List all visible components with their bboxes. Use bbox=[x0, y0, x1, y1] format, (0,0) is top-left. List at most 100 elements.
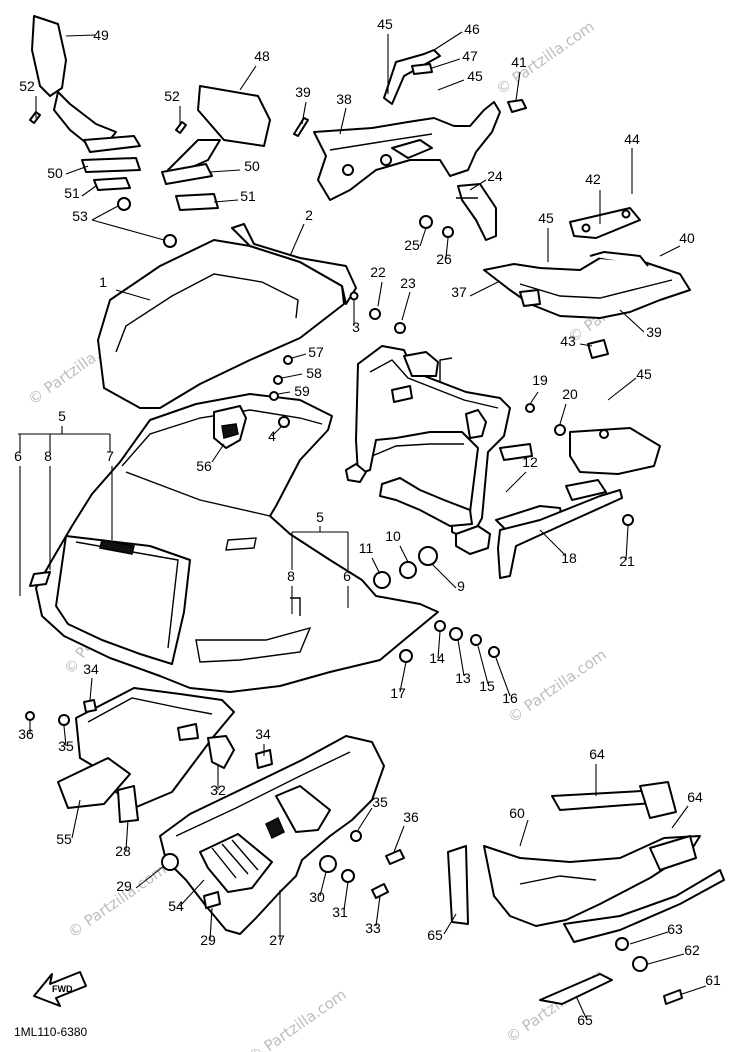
callout-label: 45 bbox=[538, 210, 554, 226]
stay-39-40 bbox=[483, 207, 691, 319]
callout-label: 64 bbox=[589, 746, 605, 762]
callout-label: 50 bbox=[47, 165, 63, 181]
callout-label: 48 bbox=[254, 48, 270, 64]
watermark-text: © Partzilla.com bbox=[505, 645, 610, 726]
leader-lines bbox=[18, 31, 707, 1019]
callout-label: 64 bbox=[687, 789, 703, 805]
callout-label: 29 bbox=[200, 932, 216, 948]
callout-label: 62 bbox=[684, 942, 700, 958]
side-cover-60 bbox=[447, 781, 725, 1005]
callout-label: 59 bbox=[294, 383, 310, 399]
callout-label: 42 bbox=[585, 171, 601, 187]
callout-label: 31 bbox=[332, 904, 348, 920]
callout-label: 21 bbox=[619, 553, 635, 569]
callout-label: 45 bbox=[636, 366, 652, 382]
callout-label: 7 bbox=[106, 448, 114, 464]
callout-label: 60 bbox=[509, 805, 525, 821]
callout-label: 65 bbox=[427, 927, 443, 943]
callout-label: 18 bbox=[561, 550, 577, 566]
callout-label: 46 bbox=[464, 21, 480, 37]
callout-label: 5 bbox=[316, 509, 324, 525]
callout-label: 28 bbox=[115, 843, 131, 859]
callout-label: 4 bbox=[268, 428, 276, 444]
callout-label: 3 bbox=[352, 319, 360, 335]
callout-label: 35 bbox=[58, 738, 74, 754]
upper-cowling bbox=[29, 393, 439, 693]
callout-label: 8 bbox=[44, 448, 52, 464]
callout-label: 57 bbox=[308, 344, 324, 360]
diagram-code: 1ML110-6380 bbox=[14, 1025, 87, 1039]
callout-label: 50 bbox=[244, 158, 260, 174]
watermark-text: © Partzilla.com bbox=[493, 17, 598, 98]
callout-label: 33 bbox=[365, 920, 381, 936]
callout-label: 55 bbox=[56, 831, 72, 847]
callout-label: 34 bbox=[83, 661, 99, 677]
callout-label: 32 bbox=[210, 782, 226, 798]
callout-label: 2 bbox=[305, 207, 313, 223]
callout-label: 36 bbox=[403, 809, 419, 825]
callout-label: 39 bbox=[295, 84, 311, 100]
callout-label: 53 bbox=[72, 208, 88, 224]
callout-label: 11 bbox=[359, 540, 374, 556]
callout-label: 8 bbox=[287, 568, 295, 584]
callout-label: 35 bbox=[372, 794, 388, 810]
callout-label: 9 bbox=[457, 578, 465, 594]
upper-bracket-38 bbox=[293, 49, 527, 241]
callout-label: 16 bbox=[502, 690, 518, 706]
callout-label: 45 bbox=[467, 68, 483, 84]
callout-label: 30 bbox=[309, 889, 325, 905]
callout-label: 51 bbox=[240, 188, 256, 204]
forward-arrow: FWD bbox=[33, 971, 87, 1007]
callout-label: 39 bbox=[646, 324, 662, 340]
callout-label: 51 bbox=[64, 185, 80, 201]
callout-label: 34 bbox=[255, 726, 271, 742]
hardware bbox=[269, 215, 683, 1005]
callout-label: 41 bbox=[511, 54, 527, 70]
callout-label: 52 bbox=[19, 78, 35, 94]
callout-label: 1 bbox=[99, 274, 107, 290]
callout-label: 23 bbox=[400, 275, 416, 291]
callout-label: 47 bbox=[462, 48, 478, 64]
callout-label: 10 bbox=[385, 528, 401, 544]
callout-label: 43 bbox=[560, 333, 576, 349]
callout-label: 29 bbox=[116, 878, 132, 894]
callout-label: 6 bbox=[343, 568, 351, 584]
callout-label: 15 bbox=[479, 678, 495, 694]
callout-label: 19 bbox=[532, 372, 548, 388]
right-mirror bbox=[161, 85, 271, 211]
callout-label: 40 bbox=[679, 230, 695, 246]
callout-label: 26 bbox=[436, 251, 452, 267]
cowling-stay-frame bbox=[345, 345, 661, 579]
callout-label: 22 bbox=[370, 264, 386, 280]
watermark-text: © Partzilla.com bbox=[245, 985, 350, 1052]
callout-label: 54 bbox=[168, 898, 184, 914]
callout-label: 38 bbox=[336, 91, 352, 107]
callout-label: 5 bbox=[58, 408, 66, 424]
forward-label: FWD bbox=[52, 984, 73, 994]
callout-label: 37 bbox=[451, 284, 467, 300]
callout-label: 56 bbox=[196, 458, 212, 474]
callout-label: 24 bbox=[487, 168, 503, 184]
callout-label: 36 bbox=[18, 726, 34, 742]
bracket-56 bbox=[213, 405, 247, 449]
callout-label: 65 bbox=[577, 1012, 593, 1028]
callout-label: 49 bbox=[93, 27, 109, 43]
callout-label: 14 bbox=[429, 650, 445, 666]
left-mirror bbox=[29, 15, 177, 248]
callout-label: 63 bbox=[667, 921, 683, 937]
callout-label: 12 bbox=[522, 454, 538, 470]
watermark-text: © Partzilla.com bbox=[65, 860, 170, 941]
lower-cowl-center bbox=[159, 735, 385, 935]
callout-label: 61 bbox=[705, 972, 721, 988]
callout-label: 45 bbox=[377, 16, 393, 32]
callout-label: 52 bbox=[164, 88, 180, 104]
callout-label: 27 bbox=[269, 932, 285, 948]
callout-label: 17 bbox=[390, 685, 406, 701]
callout-label: 20 bbox=[562, 386, 578, 402]
callout-label: 13 bbox=[455, 670, 471, 686]
callout-label: 25 bbox=[404, 237, 420, 253]
lower-cowl-left bbox=[25, 687, 273, 823]
callout-label: 44 bbox=[624, 131, 640, 147]
callout-label: 6 bbox=[14, 448, 22, 464]
